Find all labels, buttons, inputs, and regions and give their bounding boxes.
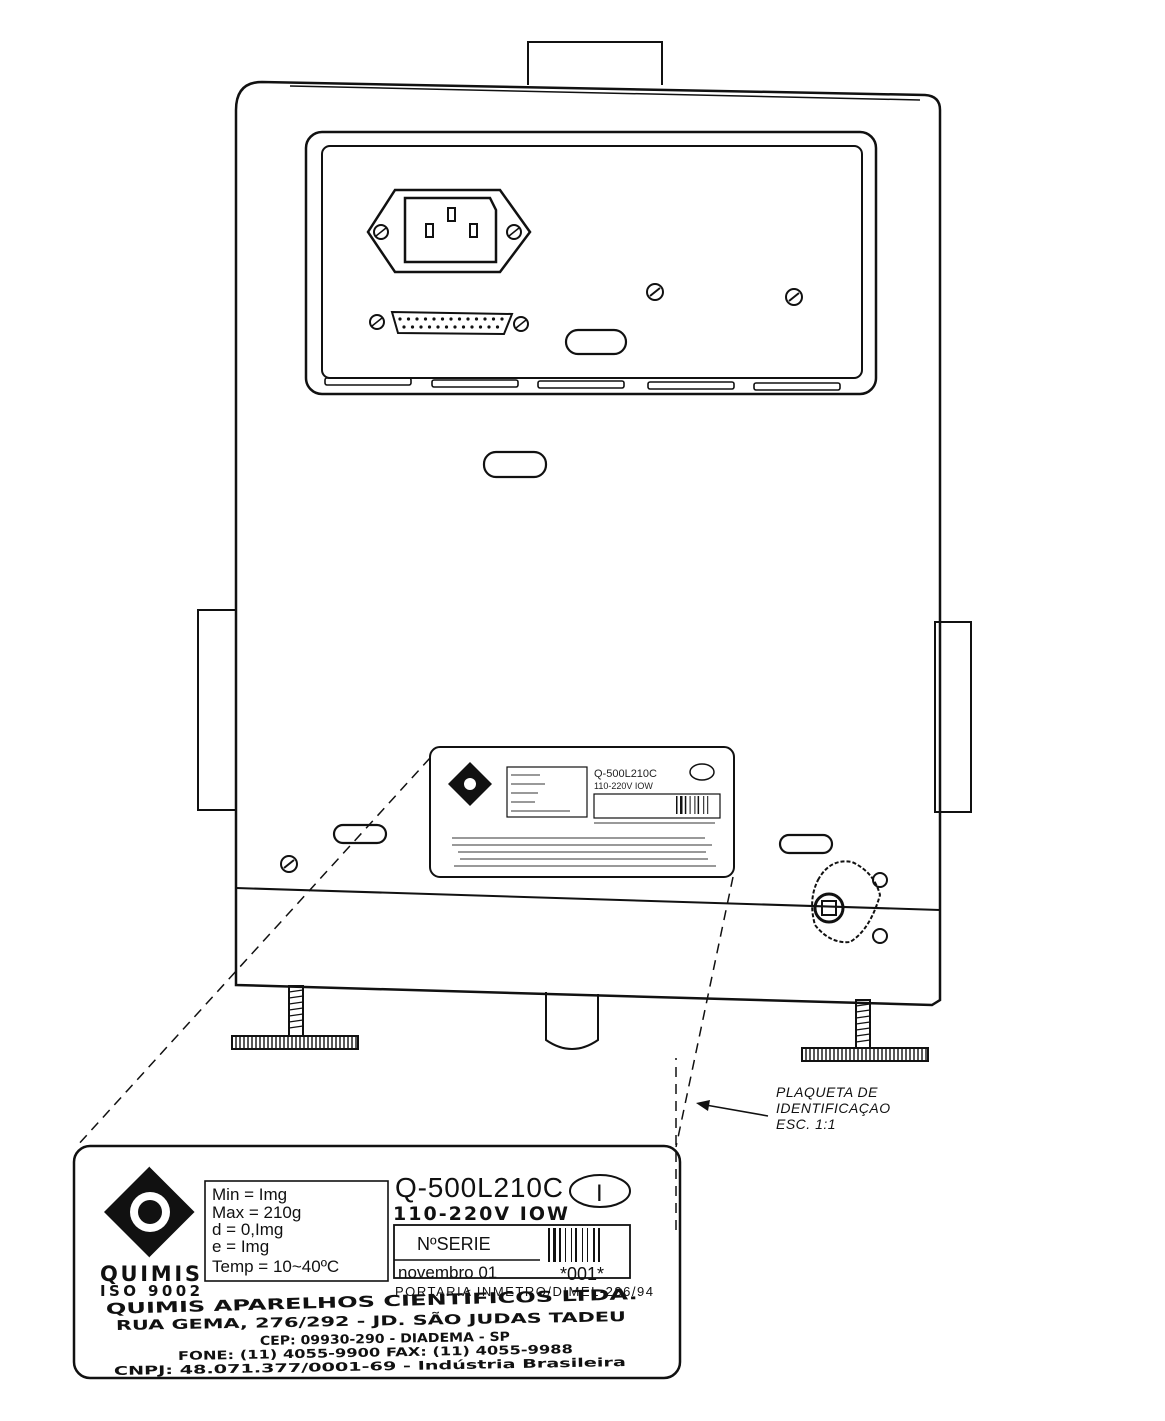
panel-screws bbox=[280, 283, 803, 873]
oval-slots bbox=[332, 328, 834, 855]
serial-port-connector bbox=[369, 310, 529, 336]
serial-number: *001* bbox=[560, 1264, 604, 1284]
barcode-bar bbox=[593, 1228, 595, 1262]
projection-lines bbox=[75, 757, 734, 1230]
spec-line: e = Img bbox=[212, 1237, 269, 1256]
rear-panel-outer bbox=[304, 130, 878, 396]
accuracy-class-mark: I bbox=[596, 1180, 603, 1207]
small-plate-model: Q-500L210C bbox=[594, 768, 657, 780]
small-barcode-bar bbox=[694, 796, 696, 814]
rear-panel-inner bbox=[321, 145, 863, 379]
barcode-bar bbox=[559, 1228, 561, 1262]
company-line: CEP: 09930-290 - DIADEMA - SP bbox=[260, 1329, 510, 1348]
small-id-plate: Q-500L210C 110-220V IOW bbox=[429, 746, 735, 878]
small-barcode-bar bbox=[680, 796, 683, 814]
left-side-bracket bbox=[197, 609, 237, 811]
model-number: Q-500L210C bbox=[395, 1172, 563, 1203]
barcode-bar bbox=[571, 1228, 572, 1262]
base-divider bbox=[235, 887, 941, 911]
small-barcode-bar bbox=[703, 796, 705, 814]
device-body bbox=[234, 80, 942, 1007]
barcode bbox=[548, 1228, 600, 1262]
spec-line: d = 0,Img bbox=[212, 1220, 283, 1239]
leveling-foot-right bbox=[801, 999, 929, 1062]
center-foot bbox=[545, 992, 599, 1050]
spec-line: Max = 210g bbox=[212, 1203, 301, 1222]
manufacture-date: novembro 01 bbox=[398, 1263, 497, 1282]
small-barcode-bar bbox=[697, 796, 700, 814]
serial-label: NºSERIE bbox=[417, 1234, 491, 1254]
caption-line-1: PLAQUETA DE bbox=[776, 1084, 878, 1100]
small-plate-voltage: 110-220V IOW bbox=[594, 781, 653, 791]
barcode-bar bbox=[598, 1228, 600, 1262]
small-barcode-bar bbox=[707, 796, 709, 814]
caption-arrow bbox=[696, 1100, 769, 1117]
right-side-bracket bbox=[934, 621, 972, 813]
caption-line-2: IDENTIFICAÇAO bbox=[776, 1100, 891, 1116]
quimis-logo bbox=[104, 1165, 198, 1259]
barcode-bar bbox=[548, 1228, 550, 1262]
spec-box bbox=[204, 1180, 389, 1282]
level-bubble bbox=[811, 860, 888, 944]
voltage-rating: 110-220V IOW bbox=[393, 1203, 568, 1225]
barcode-bar bbox=[582, 1228, 583, 1262]
serial-box bbox=[393, 1224, 631, 1279]
small-barcode-bar bbox=[689, 796, 691, 814]
barcode-bar bbox=[587, 1228, 588, 1262]
accuracy-class-circle bbox=[569, 1174, 631, 1208]
spec-line: Temp = 10~40ºC bbox=[212, 1257, 339, 1276]
small-barcode-bar bbox=[676, 796, 678, 814]
company-info: QUIMIS APARELHOS CIENTÍFICOS LTDA.RUA GE… bbox=[106, 1284, 638, 1378]
barcode-bar bbox=[575, 1228, 577, 1262]
small-barcode-bar bbox=[684, 796, 687, 814]
vent-slots bbox=[324, 377, 841, 391]
barcode-bar bbox=[553, 1228, 556, 1262]
top-handle bbox=[527, 41, 663, 85]
spec-line: Min = Img bbox=[212, 1185, 287, 1204]
iso-text: ISO 9002 bbox=[100, 1282, 200, 1300]
plate-caption: PLAQUETA DE IDENTIFICAÇAO ESC. 1:1 bbox=[776, 1084, 891, 1132]
caption-line-3: ESC. 1:1 bbox=[776, 1116, 837, 1132]
portaria-text: PORTARIA INMETRO/DIMEL-236/94 bbox=[395, 1284, 653, 1299]
barcode-bar bbox=[565, 1228, 566, 1262]
power-socket bbox=[366, 188, 532, 274]
leveling-foot-left bbox=[231, 985, 359, 1050]
company-line: FONE: (11) 4055-9900 FAX: (11) 4055-9988 bbox=[178, 1342, 573, 1363]
